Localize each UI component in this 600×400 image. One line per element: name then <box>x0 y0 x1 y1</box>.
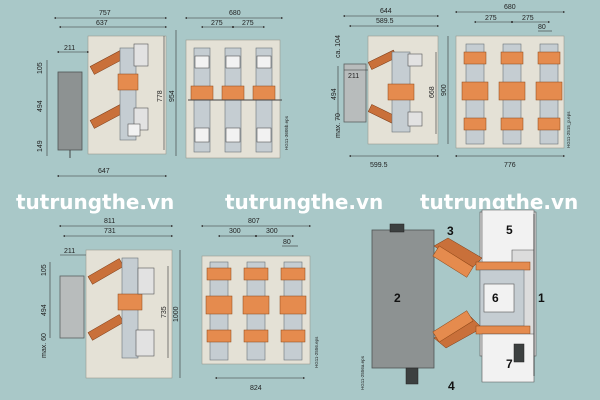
dim-1000: 1000 <box>173 306 180 322</box>
dim-757: 757 <box>99 10 111 17</box>
part-label-6: 6 <box>492 291 499 305</box>
watermark-1: tutrungthe.vn <box>16 190 174 214</box>
dim-300-b: 300 <box>266 228 278 235</box>
dim-80: 80 <box>538 24 546 31</box>
dim-807: 807 <box>248 218 260 225</box>
actuator-housing <box>57 71 83 151</box>
dim-149: 149 <box>37 140 44 152</box>
dim-644: 644 <box>380 8 392 15</box>
front-view-drawing-4: 680 275 275 80 776 HG11-2515_p.eps <box>454 4 571 169</box>
dim-max-70: max. 70 <box>335 113 342 138</box>
part-label-4: 4 <box>448 379 455 393</box>
actuator-housing-part-2 <box>371 229 435 369</box>
part-label-1: 1 <box>538 291 545 305</box>
dim-494: 494 <box>331 88 338 100</box>
upper-insulator-part-3 <box>432 245 474 278</box>
dim-811: 811 <box>104 218 115 225</box>
dim-105: 105 <box>37 62 44 74</box>
dim-824: 824 <box>250 385 262 392</box>
dim-735: 735 <box>161 306 168 318</box>
side-view-drawing-3: 644 589.5 ca. 104 211 494 max. 70 668 90… <box>331 8 449 169</box>
side-view-drawing-5: 811 731 211 105 494 max. 60 735 1000 <box>41 218 181 379</box>
dim-494: 494 <box>41 304 48 316</box>
dim-ca-104: ca. 104 <box>335 35 342 58</box>
dim-211: 211 <box>64 248 75 255</box>
part-label-2: 2 <box>394 291 401 305</box>
dim-105: 105 <box>41 264 48 276</box>
part-label-3: 3 <box>447 224 454 238</box>
part-label-7: 7 <box>506 357 513 371</box>
numbered-component-view: 1 2 3 4 5 6 7 HG11-2556a.eps <box>360 209 545 393</box>
dim-647: 647 <box>98 168 110 175</box>
dim-211: 211 <box>64 45 75 52</box>
drawing-code-3: HG11-2556.eps <box>314 336 319 368</box>
dim-494: 494 <box>37 100 44 112</box>
part-label-5: 5 <box>506 223 513 237</box>
actuator-housing <box>59 275 85 339</box>
dim-275-b: 275 <box>522 15 534 22</box>
lower-insulator-part-4 <box>432 310 474 343</box>
dim-954: 954 <box>169 90 176 102</box>
dim-max-60: max. 60 <box>41 333 48 358</box>
watermark-2: tutrungthe.vn <box>225 190 383 214</box>
actuator-housing <box>343 63 367 123</box>
dim-275-a: 275 <box>485 15 497 22</box>
dim-275-a: 275 <box>211 20 223 27</box>
dim-778: 778 <box>157 90 164 102</box>
drawing-code-1: HG11-3605b.eps <box>284 115 289 150</box>
dim-776: 776 <box>504 162 516 169</box>
dim-900: 900 <box>441 84 448 96</box>
dim-637: 637 <box>96 20 108 27</box>
dim-80: 80 <box>283 239 291 246</box>
drawing-code-4: HG11-2556a.eps <box>360 355 365 390</box>
front-view-drawing-2: 680 275 275 HG11-3605b.eps <box>184 10 289 159</box>
dim-668: 668 <box>429 86 436 98</box>
dim-680: 680 <box>504 4 516 11</box>
drawing-code-2: HG11-2515_p.eps <box>566 111 571 148</box>
dim-589-5: 589.5 <box>376 18 394 25</box>
front-view-drawing-6: 807 300 300 80 824 HG11-2556.eps <box>200 218 319 392</box>
dim-275-b: 275 <box>242 20 254 27</box>
dim-211: 211 <box>348 73 359 80</box>
dim-300-a: 300 <box>229 228 241 235</box>
side-view-drawing-1: 757 637 211 105 494 149 778 954 647 <box>37 10 177 178</box>
dim-680: 680 <box>229 10 241 17</box>
dim-599-5: 599.5 <box>370 162 388 169</box>
dim-731: 731 <box>104 228 116 235</box>
